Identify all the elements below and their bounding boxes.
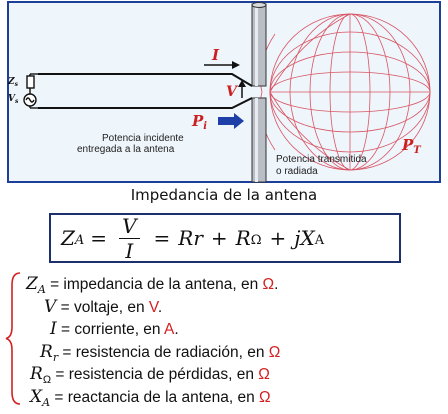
eq-plus-1: + xyxy=(210,226,228,250)
eq-denominator: I xyxy=(125,238,134,263)
eq-term-rloss: R xyxy=(235,226,251,250)
eq-numerator: V xyxy=(119,216,140,239)
eq-term-jx-sub: A xyxy=(314,232,325,248)
eq-term-rr: Rr xyxy=(178,226,203,250)
antenna-figure: Zs Vs I V Pi Potencia incidente entregad… xyxy=(0,0,448,185)
eq-term-rloss-sub: Ω xyxy=(250,232,262,248)
voltage-arrow-icon xyxy=(238,80,246,98)
radiation-pattern xyxy=(259,13,431,171)
definition-row: I = corriente, en A. xyxy=(50,319,179,339)
eq-term-jx: jX xyxy=(294,226,315,250)
definition-row: XA = reactancia de la antena, en Ω xyxy=(30,386,271,409)
transmission-line xyxy=(38,73,253,109)
caption-transmitted-line2: o radiada xyxy=(276,166,318,177)
current-label: I xyxy=(211,46,220,64)
definitions-list: ZA = impedancia de la antena, en Ω. V = … xyxy=(24,273,444,409)
eq-lhs: Z xyxy=(61,226,75,250)
power-transmitted-label: PT xyxy=(401,136,422,156)
definition-row: V = voltaje, en V. xyxy=(44,296,163,317)
vs-label: Vs xyxy=(8,94,19,105)
antenna-mast xyxy=(251,2,267,183)
definition-row: Rr = resistencia de radiación, en Ω xyxy=(40,341,281,364)
eq-equals-1: = xyxy=(90,226,108,250)
zs-label: Zs xyxy=(7,77,19,88)
definition-row: ZA = impedancia de la antena, en Ω. xyxy=(26,274,279,297)
source xyxy=(23,73,38,109)
eq-equals-2: = xyxy=(153,226,171,250)
incident-power-arrow-icon xyxy=(218,113,244,129)
eq-fraction: V I xyxy=(119,216,140,263)
power-incident-label: Pi xyxy=(191,112,207,132)
current-arrow xyxy=(204,61,240,69)
voltage-label: V xyxy=(226,84,239,100)
eq-lhs-sub: A xyxy=(74,232,85,248)
section-title: Impedancia de la antena xyxy=(130,186,318,204)
legend-brace xyxy=(5,272,21,405)
caption-incident-line1: Potencia incidente xyxy=(102,133,184,144)
caption-transmitted-line1: Potencia transmitida xyxy=(276,154,367,165)
caption-incident-line2: entregada a la antena xyxy=(77,144,175,155)
eq-plus-2: + xyxy=(269,226,287,250)
definition-row: RΩ = resistencia de pérdidas, en Ω xyxy=(30,364,270,387)
